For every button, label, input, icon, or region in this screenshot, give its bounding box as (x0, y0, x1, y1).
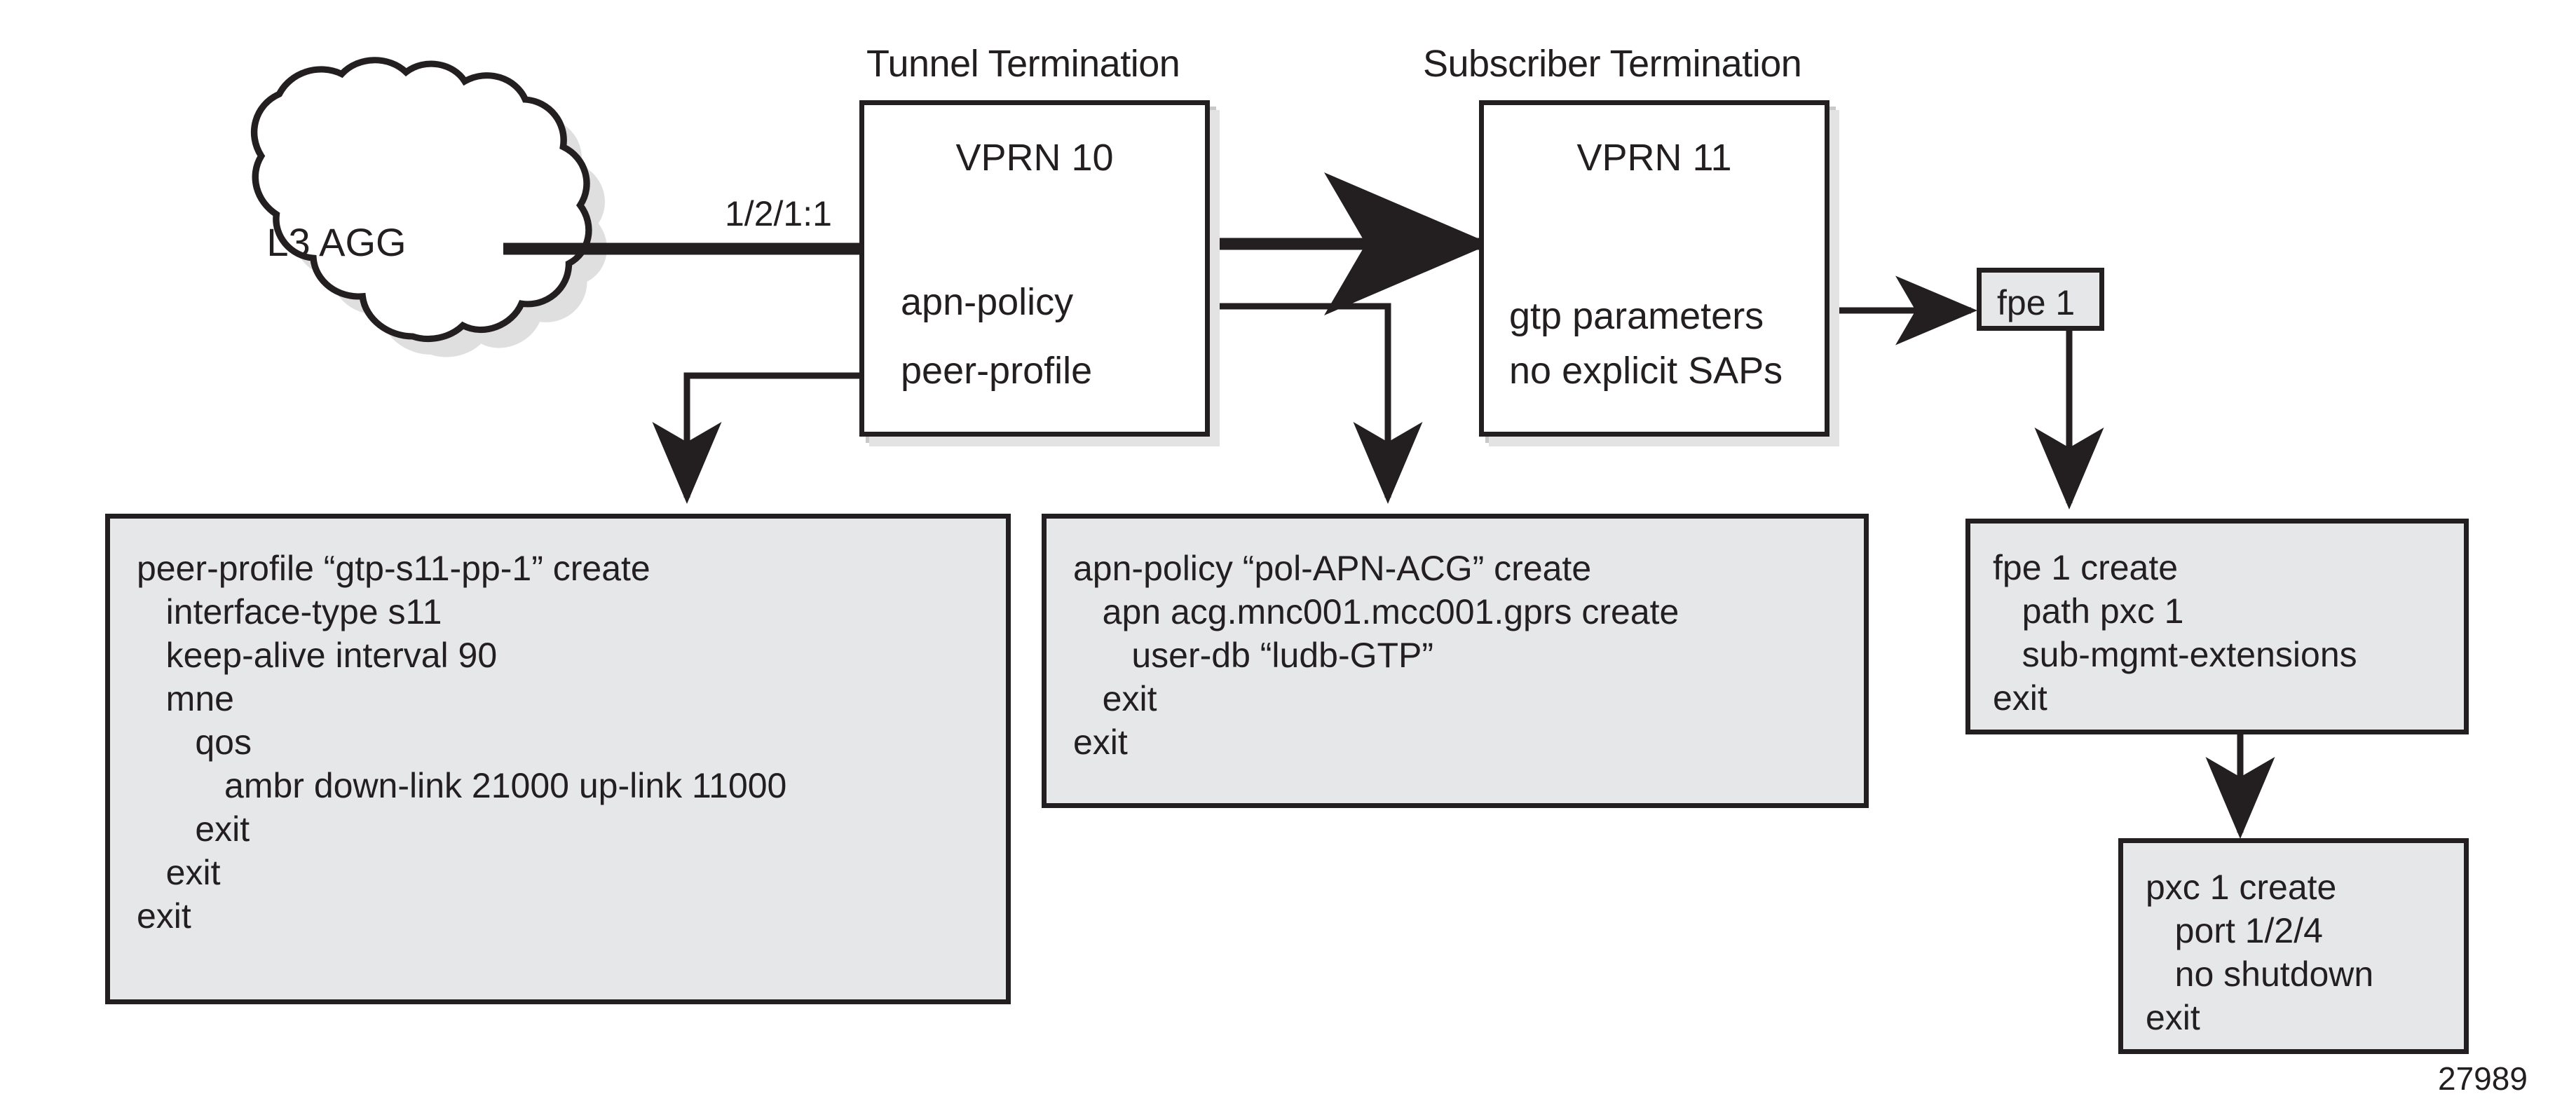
link-peer-profile-to-config (652, 372, 862, 504)
peer-profile-config-box[interactable]: peer-profile “gtp-s11-pp-1” create inter… (105, 514, 1011, 1004)
vprn-10-peer-profile-label: peer-profile (901, 350, 1093, 392)
vprn-11-no-explicit-saps-label: no explicit SAPs (1509, 350, 1783, 392)
vprn-11-title: VPRN 11 (1576, 137, 1732, 179)
figure-id: 27989 (2438, 1060, 2528, 1097)
fpe-config-text: fpe 1 create path pxc 1 sub-mgmt-extensi… (1993, 548, 2357, 718)
fpe-1-chip-label: fpe 1 (1997, 283, 2076, 322)
pxc-config-text: pxc 1 create port 1/2/4 no shutdown exit (2146, 868, 2374, 1037)
vprn-11-box[interactable]: VPRN 11 gtp parameters no explicit SAPs (1479, 100, 1829, 437)
caption-subscriber-termination: Subscriber Termination (1423, 43, 1802, 85)
vprn-10-apn-policy-label: apn-policy (901, 281, 1074, 323)
apn-policy-config-text: apn-policy “pol-APN-ACG” create apn acg.… (1073, 549, 1679, 762)
vprn-11-gtp-parameters-label: gtp parameters (1509, 295, 1764, 337)
cloud-label: L3 AGG (266, 220, 407, 264)
vprn-10-title: VPRN 10 (955, 137, 1114, 179)
fpe-1-chip[interactable]: fpe 1 (1977, 268, 2104, 331)
caption-tunnel-termination: Tunnel Termination (866, 43, 1180, 85)
cloud-shape (250, 57, 592, 343)
apn-policy-config-box[interactable]: apn-policy “pol-APN-ACG” create apn acg.… (1042, 514, 1869, 808)
vprn-10-box[interactable]: VPRN 10 apn-policy peer-profile (859, 100, 1210, 437)
cloud-shadow (272, 78, 607, 357)
link-label-access-port: 1/2/1:1 (725, 194, 832, 233)
fpe-config-box[interactable]: fpe 1 create path pxc 1 sub-mgmt-extensi… (1965, 519, 2469, 734)
pxc-config-box[interactable]: pxc 1 create port 1/2/4 no shutdown exit (2118, 838, 2469, 1054)
peer-profile-config-text: peer-profile “gtp-s11-pp-1” create inter… (137, 549, 787, 936)
